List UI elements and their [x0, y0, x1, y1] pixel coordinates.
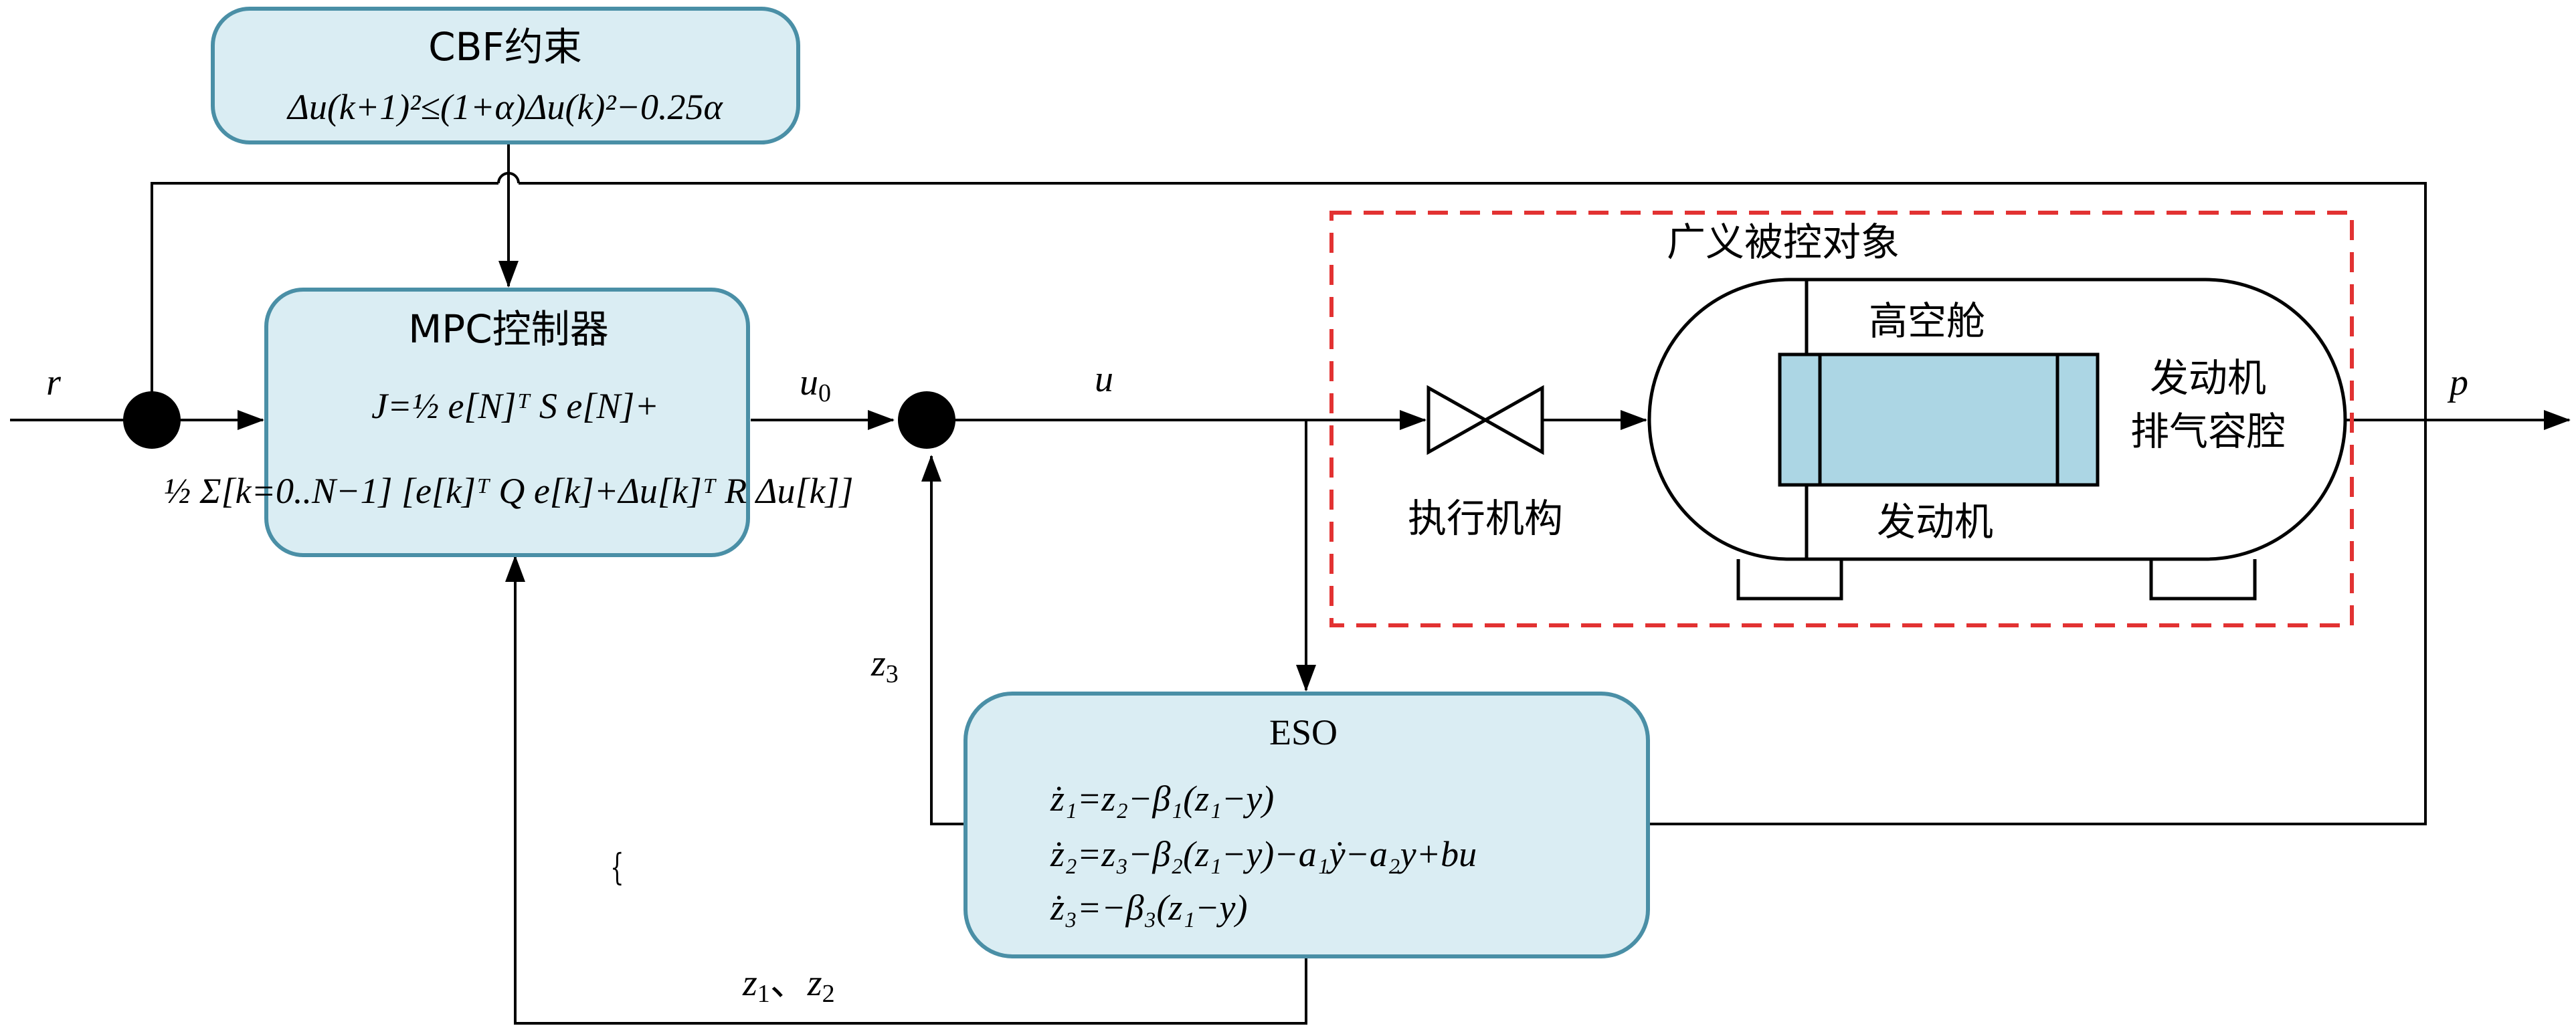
eso-title: ESO — [1269, 712, 1338, 752]
top-feedback-line-right — [519, 182, 2427, 825]
cbf-constraint: Δu(k+1)²≤(1+α)Δu(k)²−0.25α — [286, 87, 723, 127]
z12-feedback-line — [505, 555, 1307, 1025]
eso-eq2: ż₂=z₃−β₂(z₁−y)−a₁ẏ−a₂y+bu — [1050, 834, 1477, 874]
exhaust-label-line1: 发动机 — [2150, 355, 2266, 401]
signal-u0-label: u0 — [800, 362, 831, 407]
signal-r-label: r — [46, 362, 61, 403]
signal-z3-label: z3 — [870, 643, 899, 688]
eso-eq1: ż₁=z₂−β₁(z₁−y) — [1050, 779, 1274, 819]
actuator-valve-icon — [1427, 385, 1544, 455]
summing-junction-1 — [123, 391, 181, 449]
eso-brace: { — [610, 847, 624, 888]
chamber-label: 高空舱 — [1869, 298, 1985, 344]
engine-body — [1778, 352, 2100, 487]
plant-dashed-border — [1329, 211, 2354, 627]
signal-z12-label: z1、z2 — [742, 961, 835, 1008]
mpc-cost-line1: J=½ e[N]ᵀ S e[N]+ — [371, 386, 659, 426]
exhaust-label-line2: 排气容腔 — [2130, 409, 2286, 454]
mpc-cost-line2: ½ Σ[k=0..N−1] [e[k]ᵀ Q e[k]+Δu[k]ᵀ R Δu[… — [164, 471, 854, 511]
chamber-foot-right — [2149, 559, 2257, 601]
z3-feedback-line — [921, 455, 963, 825]
engine-label: 发动机 — [1877, 499, 1993, 544]
summing-junction-2 — [898, 391, 955, 449]
chamber-foot-left — [1736, 559, 1843, 601]
signal-p-label: p — [2447, 362, 2468, 403]
eso-eq3: ż₃=−β₃(z₁−y) — [1050, 888, 1248, 928]
mpc-box — [264, 288, 750, 557]
cbf-title: CBF约束 — [428, 24, 582, 70]
signal-u-label: u — [1095, 358, 1113, 400]
actuator-label: 执行机构 — [1408, 496, 1563, 541]
top-feedback-line — [151, 182, 498, 401]
plant-title: 广义被控对象 — [1667, 219, 1900, 265]
mpc-title: MPC控制器 — [408, 306, 609, 352]
eso-box — [963, 692, 1650, 958]
cbf-box — [211, 7, 800, 144]
altitude-chamber-capsule — [1647, 278, 2347, 561]
